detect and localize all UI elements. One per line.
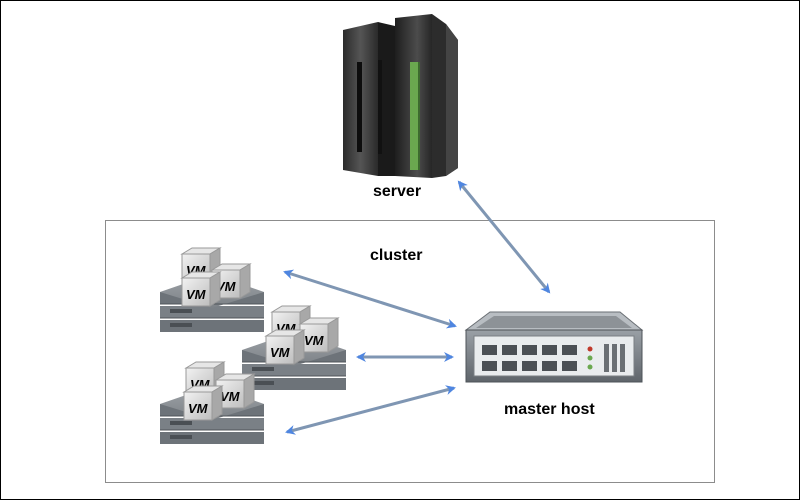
server-icon bbox=[343, 14, 458, 178]
vm-label: VM bbox=[220, 389, 241, 404]
arrow-vm1-master bbox=[283, 269, 457, 329]
connection-arrows bbox=[283, 180, 551, 435]
vm-label: VM bbox=[186, 287, 207, 302]
vm-stack-3: VM VM VM bbox=[160, 361, 264, 444]
vm-cube: VM bbox=[180, 271, 222, 307]
vm-cube: VM bbox=[298, 317, 340, 353]
vm-cube: VM bbox=[264, 329, 306, 365]
master-host-label: master host bbox=[504, 401, 595, 418]
cluster-box bbox=[105, 220, 715, 483]
arrow-server-master bbox=[457, 180, 551, 294]
cluster-label: cluster bbox=[370, 247, 423, 264]
vm-stack-1: VM VM VM bbox=[160, 247, 264, 332]
master-host-icon bbox=[464, 311, 644, 383]
vm-label: VM bbox=[304, 333, 325, 348]
vm-label: VM bbox=[188, 401, 209, 416]
vm-stack-2: VM VM VM bbox=[242, 305, 346, 390]
server-label: server bbox=[373, 183, 422, 200]
vm-label: VM bbox=[216, 279, 237, 294]
arrow-vm3-master bbox=[285, 385, 456, 435]
vm-label: VM bbox=[270, 345, 291, 360]
vm-cube: VM bbox=[182, 385, 224, 421]
